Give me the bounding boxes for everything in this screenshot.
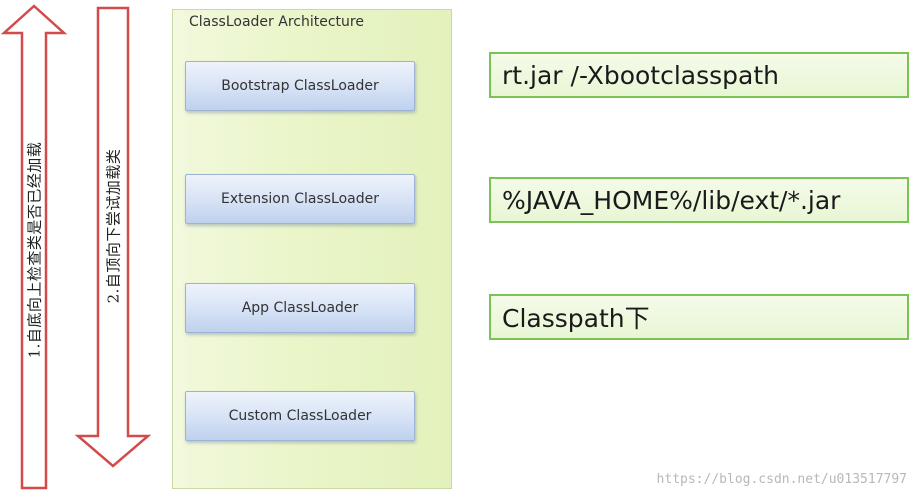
architecture-title: ClassLoader Architecture — [189, 14, 364, 30]
extension-classloader-box: Extension ClassLoader — [185, 174, 415, 224]
custom-classloader-box: Custom ClassLoader — [185, 391, 415, 441]
up-arrow-label: 1.自底向上检查类是否已经加载 — [25, 141, 44, 359]
watermark-text: https://blog.csdn.net/u013517797 — [656, 472, 907, 487]
down-arrow-label: 2.自顶向下尝试加载类 — [104, 148, 123, 304]
up-arrow — [0, 4, 68, 490]
app-classloader-box: App ClassLoader — [185, 283, 415, 333]
extension-path-box: %JAVA_HOME%/lib/ext/*.jar — [489, 177, 909, 223]
bootstrap-path-box: rt.jar /-Xbootclasspath — [489, 52, 909, 98]
classloader-architecture-panel: ClassLoader Architecture Bootstrap Class… — [172, 9, 452, 489]
bootstrap-classloader-box: Bootstrap ClassLoader — [185, 61, 415, 111]
app-path-box: Classpath下 — [489, 294, 909, 340]
down-arrow — [74, 6, 152, 468]
